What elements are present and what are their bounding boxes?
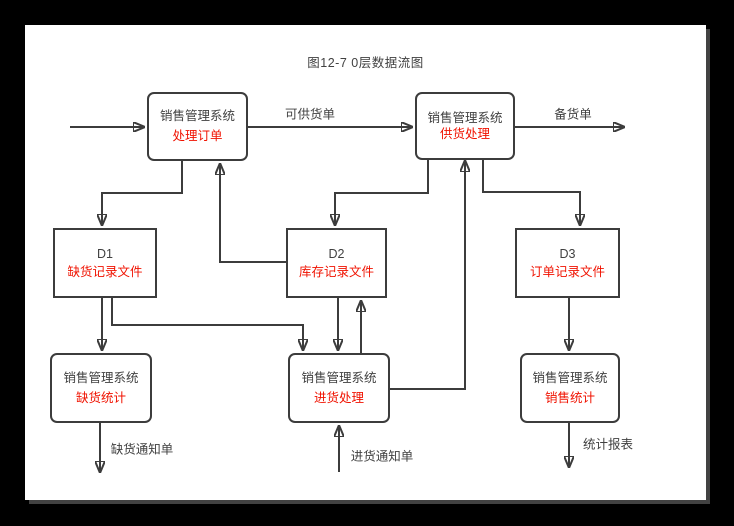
process-name-label: 处理订单 xyxy=(172,129,223,143)
flow-label-purchase-notice: 进货通知单 xyxy=(350,449,414,464)
arrow-handle-orders-to-d1 xyxy=(102,161,183,226)
process-name-label: 供货处理 xyxy=(439,126,490,141)
datastore-name-label: 库存记录文件 xyxy=(298,264,374,279)
process-name-label: 缺货统计 xyxy=(75,390,126,405)
process-name-label: 进货处理 xyxy=(313,390,364,405)
datastore-id-label: D1 xyxy=(97,246,113,261)
process-system-label: 销售管理系统 xyxy=(532,370,608,385)
process-shortage-stats: 销售管理系统 缺货统计 xyxy=(50,353,152,423)
process-supply-handling: 销售管理系统 供货处理 xyxy=(415,92,515,160)
flow-connectors xyxy=(70,25,625,473)
datastore-id-label: D3 xyxy=(559,246,576,261)
diagram-page: 图12-7 0层数据流图 销售管理 xyxy=(25,25,706,500)
process-system-label: 销售管理系统 xyxy=(159,109,235,123)
flow-label-shortage-notice: 缺货通知单 xyxy=(110,442,174,457)
datastore-name-label: 订单记录文件 xyxy=(529,264,605,279)
flow-label-stats-report: 统计报表 xyxy=(582,437,634,452)
process-system-label: 销售管理系统 xyxy=(427,110,503,125)
process-name-label: 销售统计 xyxy=(544,390,595,405)
arrow-supply-to-d2 xyxy=(335,158,429,226)
process-sales-stats: 销售管理系统 销售统计 xyxy=(520,353,620,423)
datastore-name-label: 缺货记录文件 xyxy=(67,264,143,279)
datastore-d1-shortage-records: D1 缺货记录文件 xyxy=(53,228,157,298)
process-purchase-handling: 销售管理系统 进货处理 xyxy=(288,353,390,423)
arrow-d2-to-handle-orders xyxy=(220,163,286,263)
process-system-label: 销售管理系统 xyxy=(63,370,139,385)
flow-label-available-goods: 可供货单 xyxy=(284,107,336,122)
process-system-label: 销售管理系统 xyxy=(301,370,377,385)
datastore-d2-inventory-records: D2 库存记录文件 xyxy=(286,228,387,298)
datastore-id-label: D2 xyxy=(328,246,345,261)
flow-label-stock-order: 备货单 xyxy=(554,107,592,122)
datastore-d3-order-records: D3 订单记录文件 xyxy=(515,228,620,298)
arrow-d1-to-purchase xyxy=(111,298,303,351)
arrow-purchase-to-supply xyxy=(390,160,465,390)
diagram-title: 图12-7 0层数据流图 xyxy=(307,56,424,70)
process-handle-orders: 销售管理系统 处理订单 xyxy=(147,92,248,161)
arrow-supply-to-d3 xyxy=(482,158,580,226)
